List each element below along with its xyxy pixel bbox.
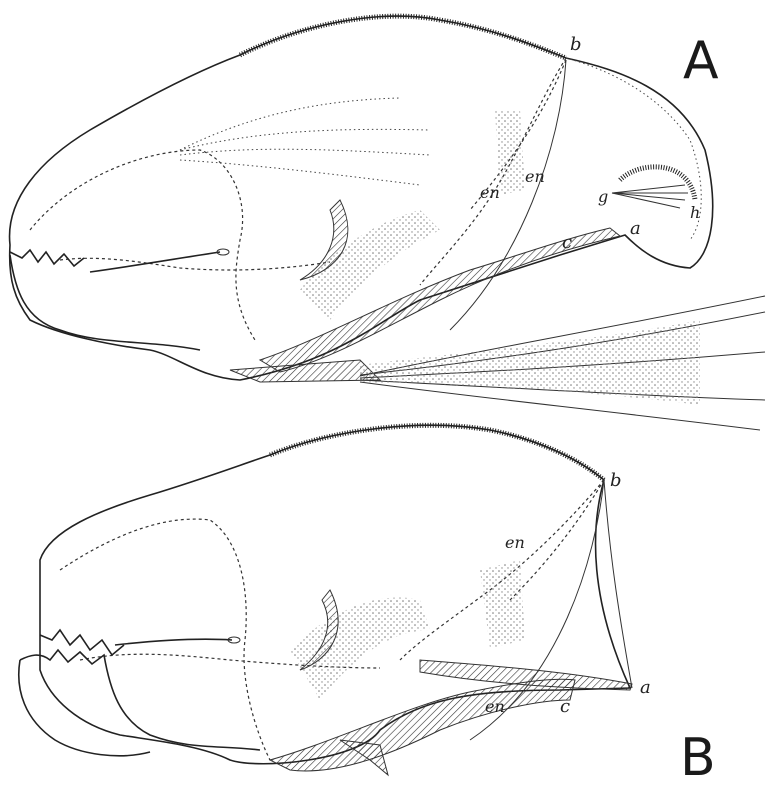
panel-b-label-en-1: en bbox=[505, 533, 525, 552]
panel-a-teeth bbox=[10, 250, 84, 266]
panel-a-label-en-2: en bbox=[525, 167, 545, 186]
panel-a-en-line-2 bbox=[450, 60, 566, 330]
panel-b-label-en-2: en bbox=[485, 697, 505, 716]
panel-b-rod bbox=[115, 639, 232, 645]
panel-a-rod bbox=[90, 252, 220, 272]
panel-b-lower-jaw bbox=[20, 650, 260, 750]
panel-a-tendon-stipple bbox=[360, 320, 700, 405]
panel-b: B b en en a c bbox=[19, 425, 716, 788]
panel-a-label-b: b bbox=[570, 34, 582, 55]
panel-a-inner-contour-4 bbox=[60, 258, 330, 270]
panel-b-label-b: b bbox=[610, 470, 622, 491]
panel-b-label-c: c bbox=[560, 696, 570, 717]
panel-a-dorsal-rim bbox=[240, 16, 566, 58]
panel-b-label: B bbox=[680, 728, 716, 788]
panel-a-label-a: a bbox=[630, 218, 641, 239]
panel-a-label-h: h bbox=[690, 203, 700, 222]
panel-a-inner-contour-3 bbox=[566, 58, 701, 240]
panel-b-upper-teeth bbox=[40, 630, 124, 655]
panel-a-label-g: g bbox=[598, 187, 608, 206]
panel-b-dorsal-rim bbox=[270, 425, 604, 480]
panel-b-hatched-floor bbox=[270, 679, 575, 771]
panel-b-head-outline bbox=[40, 425, 630, 763]
panel-a-ear-fan bbox=[612, 185, 688, 208]
panel-b-label-a: a bbox=[640, 677, 651, 698]
panel-b-lower-jaw-tip bbox=[19, 660, 150, 756]
panel-b-stipple-2 bbox=[290, 597, 430, 700]
panel-a-label-c: c bbox=[562, 232, 572, 253]
panel-a-inner-contour-1 bbox=[30, 150, 255, 340]
panel-a: A b en en g h a c bbox=[10, 16, 765, 430]
panel-a-muscle-fan bbox=[180, 98, 430, 185]
panel-a-label-en-1: en bbox=[480, 183, 500, 202]
panel-b-stipple-1 bbox=[480, 560, 525, 648]
panel-a-label: A bbox=[683, 31, 719, 91]
